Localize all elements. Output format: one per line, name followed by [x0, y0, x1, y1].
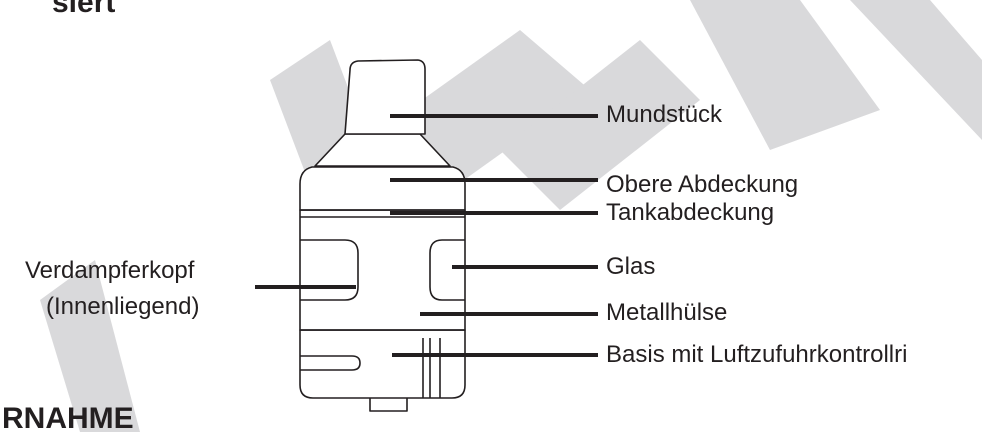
label-metal-sleeve: Metallhülse [606, 299, 728, 326]
section-heading-top: siert [52, 0, 116, 19]
label-mouthpiece: Mundstück [606, 101, 723, 128]
tank-body [299, 209, 466, 331]
watermark-stroke-5 [690, 0, 880, 150]
airflow-slot [300, 355, 361, 371]
label-coil-line1: Verdampferkopf [25, 257, 195, 284]
watermark-stroke-1 [40, 260, 140, 432]
mouthpiece [344, 59, 426, 135]
glass-window-left [300, 239, 359, 301]
atomizer-details [300, 209, 465, 398]
label-tank-cover: Tankabdeckung [606, 199, 775, 226]
section-heading-bottom: RNAHME [2, 402, 134, 435]
watermark-stroke-4 [500, 40, 700, 210]
label-base: Basis mit Luftzufuhrkontrollri [606, 342, 908, 368]
top-cover [299, 166, 466, 211]
glass-window-right [429, 239, 465, 301]
watermark-stroke-6 [850, 0, 982, 140]
leader-lines [255, 114, 598, 357]
label-coil-line2: (Innenliegend) [46, 293, 200, 320]
label-glass: Glas [606, 253, 656, 280]
label-top-cover: Obere Abdeckung [606, 171, 799, 198]
